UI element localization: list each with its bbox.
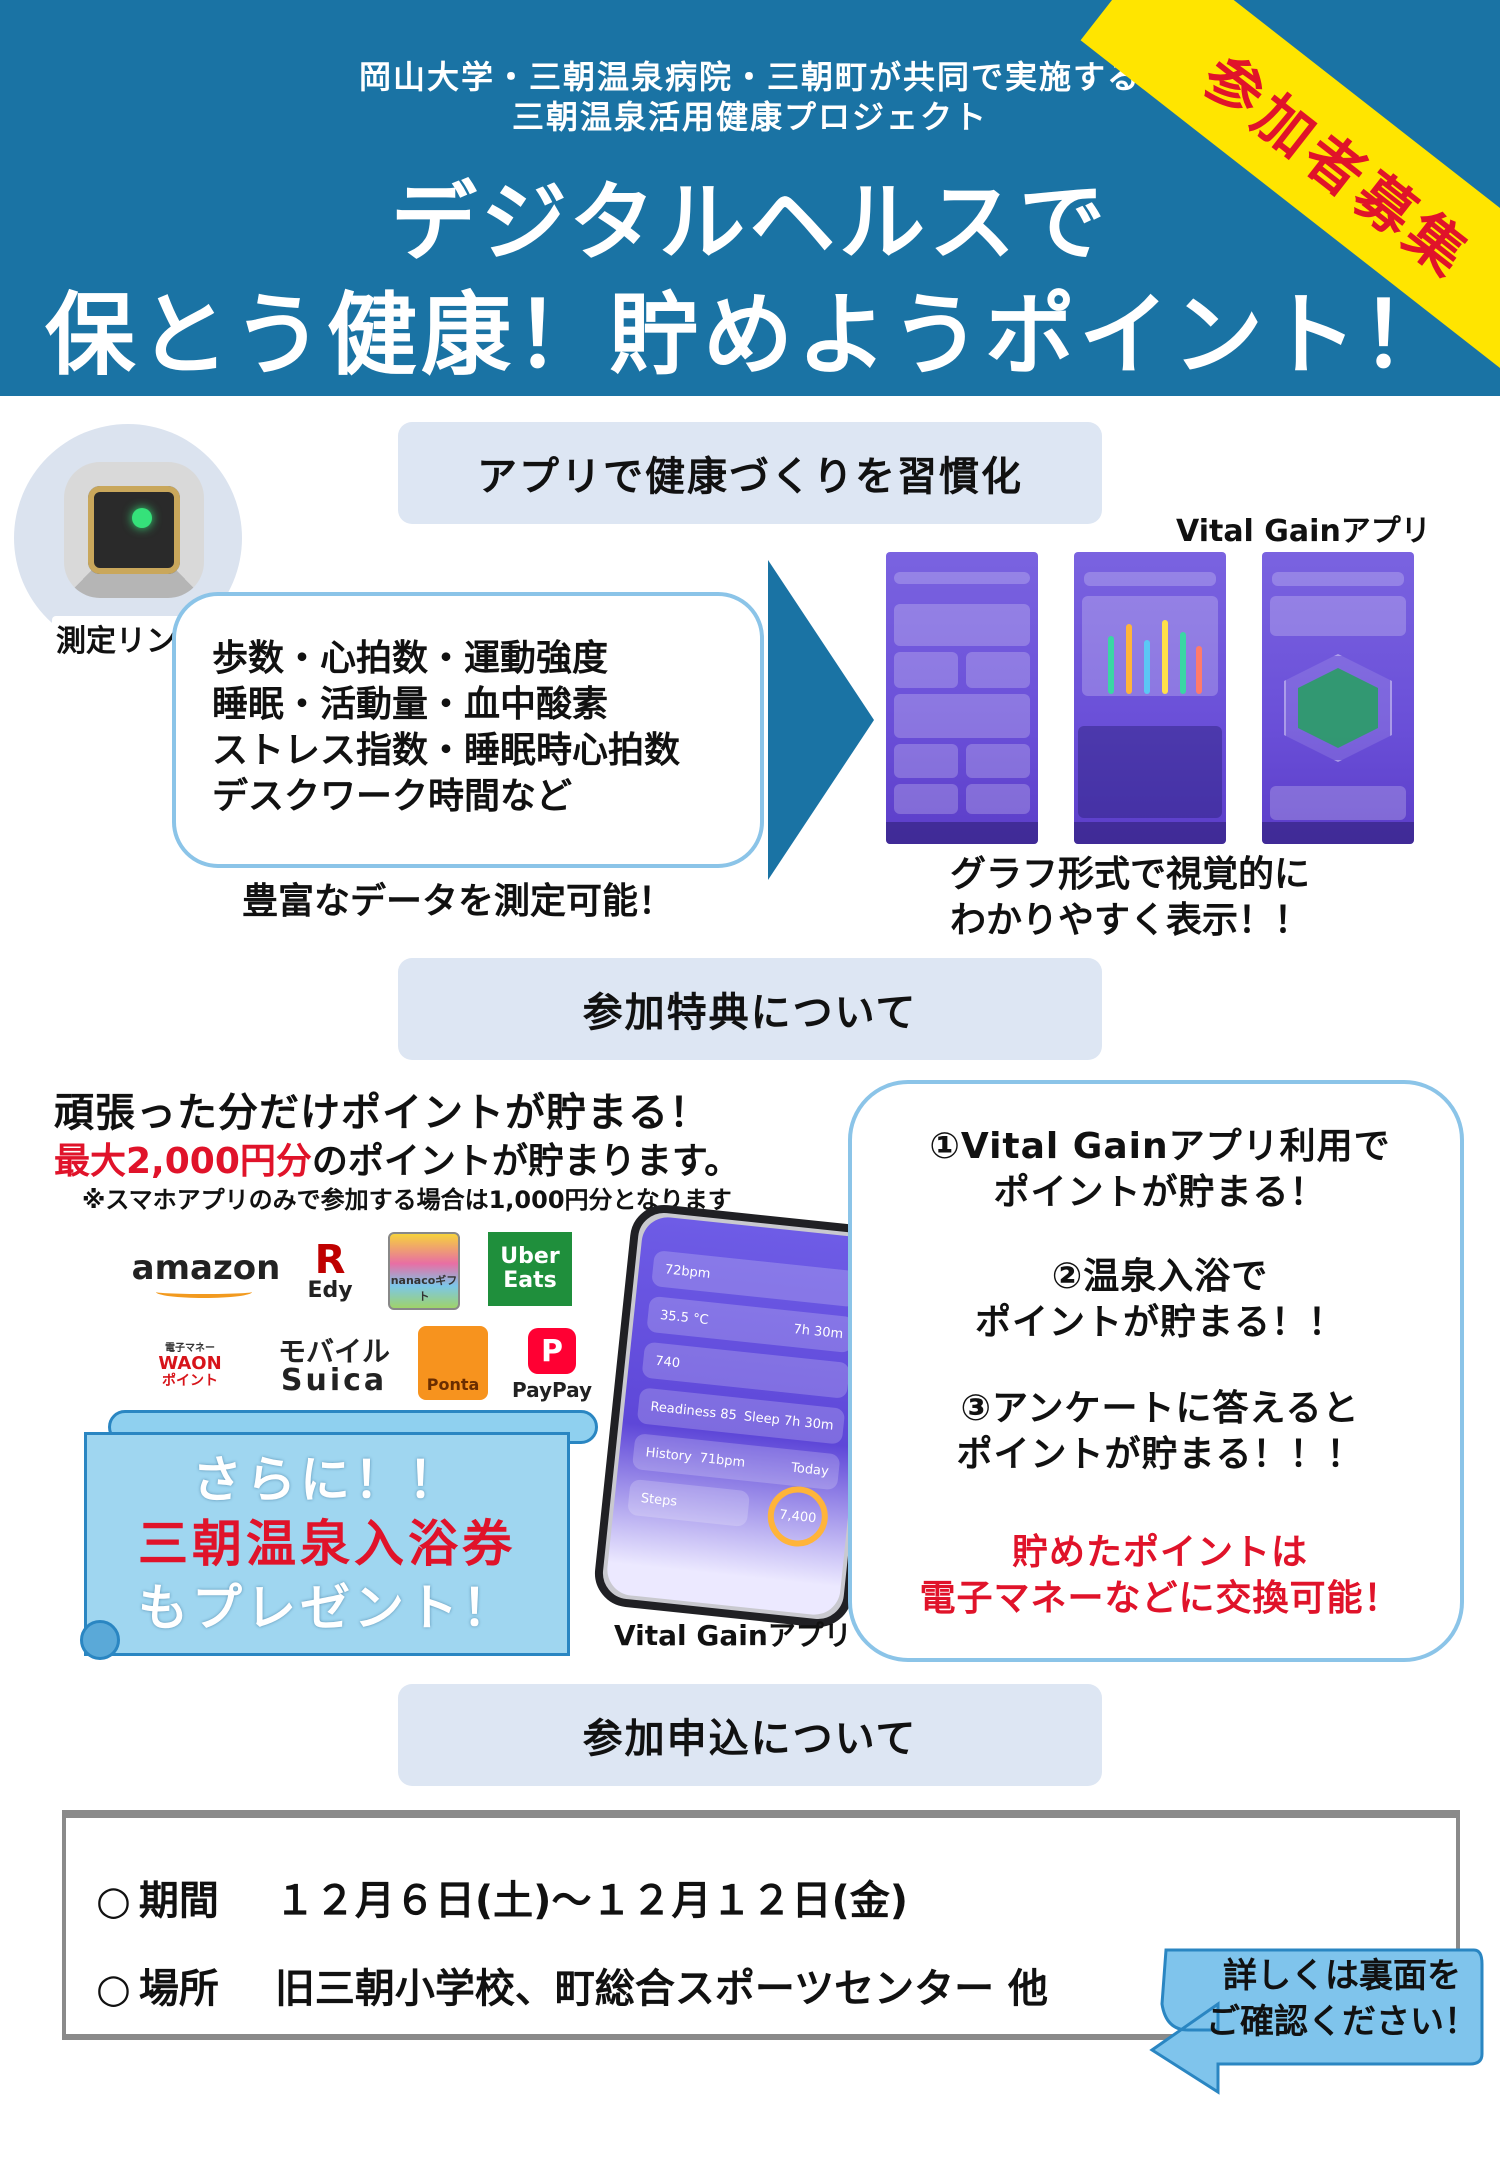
- project-name: 三朝温泉活用健康プロジェクト: [511, 98, 988, 136]
- bath-ticket-scroll: さらに！！ 三朝温泉入浴券 もプレゼント！: [80, 1410, 598, 1660]
- phone-sleep-time: 7h 30m: [792, 1321, 844, 1342]
- point-method-1: ①Vital Gainアプリ利用で: [929, 1126, 1391, 1167]
- scroll-curl: [80, 1620, 120, 1660]
- app-screenshot-steps-graph: [1074, 552, 1226, 844]
- measurable-data-box: 歩数・心拍数・運動強度 睡眠・活動量・血中酸素 ストレス指数・睡眠時心拍数 デス…: [172, 592, 764, 868]
- period-label: 期間: [138, 1878, 219, 1924]
- phone-sleep: Sleep 7h 30m: [743, 1408, 835, 1434]
- section-title-app: アプリで健康づくりを習慣化: [398, 422, 1102, 524]
- ponta-logo: Ponta: [418, 1326, 488, 1400]
- see-back-line2: ご確認ください！: [1206, 2002, 1478, 2042]
- bullet-icon: ○: [96, 1878, 131, 1924]
- suica-top-text: モバイル: [277, 1335, 390, 1368]
- organizers-line: 岡山大学・三朝温泉病院・三朝町が共同で実施する: [358, 58, 1141, 96]
- data-line: ストレス指数・睡眠時心拍数: [212, 730, 681, 771]
- scroll-line-more: さらに！！: [192, 1451, 462, 1509]
- point-method-2: ②温泉入浴で: [1051, 1256, 1269, 1297]
- bullet-icon: ○: [96, 1966, 131, 2012]
- arrow-right-icon: [768, 560, 874, 880]
- point-method-2-detail: ポイントが貯まる！！: [974, 1302, 1345, 1343]
- scroll-line-ticket: 三朝温泉入浴券: [138, 1515, 516, 1573]
- data-line: 睡眠・活動量・血中酸素: [212, 684, 609, 725]
- place-label: 場所: [138, 1966, 219, 2012]
- exchange-note-line1: 貯めたポイントは: [1011, 1532, 1308, 1573]
- phone-temp: 35.5 °C: [659, 1307, 710, 1328]
- benefit-headline: 頑張った分だけポイントが貯まる！: [54, 1090, 710, 1136]
- scroll-body: さらに！！ 三朝温泉入浴券 もプレゼント！: [84, 1432, 570, 1656]
- data-line: デスクワーク時間など: [212, 776, 573, 817]
- uber-eats-logo: Uber Eats: [488, 1232, 572, 1306]
- section-title-application: 参加申込について: [398, 1684, 1102, 1786]
- section-title-benefits: 参加特典について: [398, 958, 1102, 1060]
- graph-caption-line1: グラフ形式で視覚的に: [950, 854, 1311, 895]
- place-line: ○場所 旧三朝小学校、町総合スポーツセンター 他: [96, 1956, 1048, 2014]
- paypay-icon: P: [528, 1328, 576, 1374]
- point-method-1-detail: ポイントが貯まる！: [993, 1172, 1327, 1213]
- phone-history: History: [644, 1444, 693, 1465]
- scroll-line-present: もプレゼント！: [138, 1579, 516, 1637]
- ponta-text: Ponta: [426, 1375, 480, 1394]
- place-value: 旧三朝小学校、町総合スポーツセンター 他: [274, 1966, 1049, 2012]
- graph-caption-line2: わかりやすく表示！！: [950, 900, 1311, 941]
- headline-line2: 保とう健康！貯めようポイント！: [45, 283, 1455, 388]
- ring-sensor-light: [132, 508, 152, 528]
- amazon-logo-text: amazon: [131, 1248, 281, 1288]
- paypay-logo: P PayPay: [510, 1326, 594, 1404]
- app-screenshot-home: [886, 552, 1038, 844]
- suica-text: Suica: [280, 1363, 388, 1398]
- phone-readiness: Readiness 85: [649, 1399, 738, 1424]
- uber-text: Uber: [500, 1244, 560, 1269]
- phone-steps-ring: 7,400: [764, 1483, 831, 1550]
- mobile-suica-logo: モバイル Suica: [266, 1334, 402, 1400]
- edy-text: Edy: [307, 1278, 353, 1303]
- eats-text: Eats: [503, 1268, 557, 1293]
- app-phone-screen: 72bpm 35.5 °C 7h 30m 740 Readiness 85 Sl…: [604, 1214, 878, 1618]
- app-screens-label: Vital Gainアプリ: [1176, 514, 1431, 549]
- max-points-amount: 最大2,000円分: [54, 1141, 312, 1182]
- ring-image: [14, 424, 242, 652]
- points-note: ※スマホアプリのみで参加する場合は1,000円分となります: [82, 1186, 732, 1214]
- points-box: ①Vital Gainアプリ利用で ポイントが貯まる！ ②温泉入浴で ポイントが…: [848, 1080, 1464, 1662]
- exchange-note-line2: 電子マネーなどに交換可能！: [919, 1578, 1401, 1619]
- point-method-3: ③アンケートに答えると: [960, 1388, 1360, 1429]
- rakuten-edy-logo: R Edy: [300, 1236, 360, 1306]
- ring-icon: [64, 462, 204, 598]
- see-back-line1: 詳しくは裏面を: [1223, 1956, 1461, 1996]
- rakuten-r-icon: R: [314, 1237, 346, 1283]
- amazon-logo: amazon: [132, 1238, 280, 1298]
- waon-text: WAON: [158, 1352, 222, 1374]
- phone-history-hr: 71bpm: [698, 1450, 746, 1471]
- period-value: １２月６日(土)～１２月１２日(金): [274, 1878, 909, 1924]
- app-phone-image: 72bpm 35.5 °C 7h 30m 740 Readiness 85 Sl…: [591, 1201, 891, 1631]
- phone-steps-label: Steps: [627, 1478, 751, 1528]
- graph-caption: グラフ形式で視覚的に わかりやすく表示！！: [950, 852, 1310, 944]
- data-line: 歩数・心拍数・運動強度: [212, 638, 609, 679]
- see-back-callout: 詳しくは裏面を ご確認ください！: [1148, 1944, 1484, 2096]
- max-points-suffix: のポイントが貯まります。: [311, 1141, 741, 1182]
- phone-today: Today: [790, 1460, 830, 1479]
- nanaco-gift-logo: nanacoギフト: [388, 1232, 460, 1310]
- amazon-smile-icon: [156, 1286, 252, 1298]
- header-banner: 岡山大学・三朝温泉病院・三朝町が共同で実施する 三朝温泉活用健康プロジェクト デ…: [0, 0, 1500, 396]
- paypay-text: PayPay: [511, 1378, 593, 1402]
- waon-point-text: ポイント: [162, 1372, 218, 1389]
- waon-logo: 電子マネー WAON ポイント: [132, 1334, 248, 1398]
- app-screenshot-radar: [1262, 552, 1414, 844]
- period-line: ○期間 １２月６日(土)～１２月１２日(金): [96, 1868, 908, 1926]
- app-phone-label: Vital Gainアプリ: [614, 1619, 852, 1652]
- arrow-left-icon: [1149, 1948, 1484, 2095]
- waon-small-text: 電子マネー: [165, 1342, 215, 1354]
- max-points-line: 最大2,000円分のポイントが貯まります。: [54, 1132, 740, 1184]
- data-caption: 豊富なデータを測定可能！: [242, 881, 675, 922]
- headline-line1: デジタルヘルスで: [390, 173, 1110, 273]
- point-method-3-detail: ポイントが貯まる！！！: [956, 1434, 1364, 1475]
- nanaco-text: nanacoギフト: [390, 1274, 458, 1303]
